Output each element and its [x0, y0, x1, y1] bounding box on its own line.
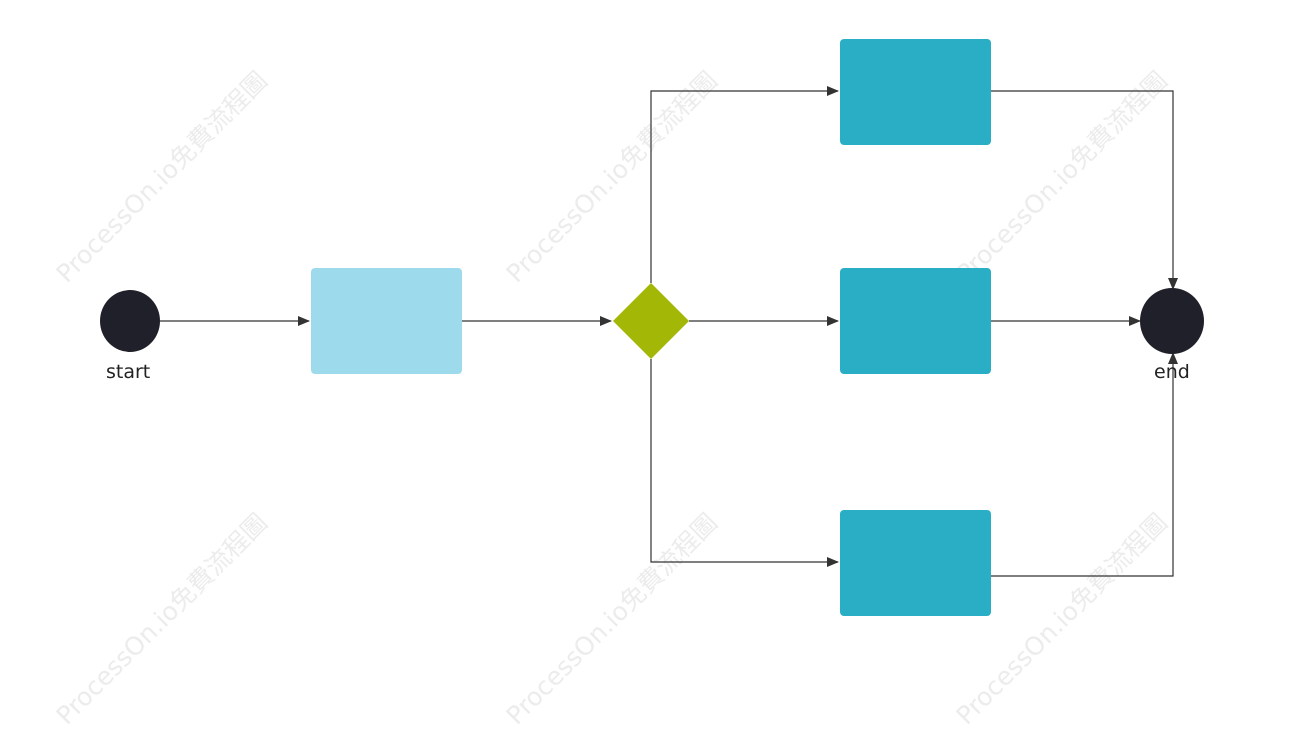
decision-node[interactable] [613, 283, 689, 359]
branch-node-top[interactable] [840, 39, 991, 145]
edge-decision-to-top-branch[interactable] [650, 86, 839, 283]
edge-decision-to-bottom-branch[interactable] [650, 359, 839, 567]
end-node[interactable] [1140, 288, 1204, 354]
nodes [100, 39, 1204, 616]
end-label: end [1154, 361, 1190, 383]
branch-node-middle[interactable] [840, 268, 991, 374]
activity-node-1[interactable] [311, 268, 462, 374]
edges [160, 86, 1178, 577]
start-node[interactable] [100, 290, 160, 352]
edge-top-branch-to-end[interactable] [991, 90, 1178, 290]
flowchart-canvas [100, 39, 1204, 616]
branch-node-bottom[interactable] [840, 510, 991, 616]
edge-bottom-branch-to-end[interactable] [991, 352, 1178, 577]
start-label: start [106, 361, 151, 383]
